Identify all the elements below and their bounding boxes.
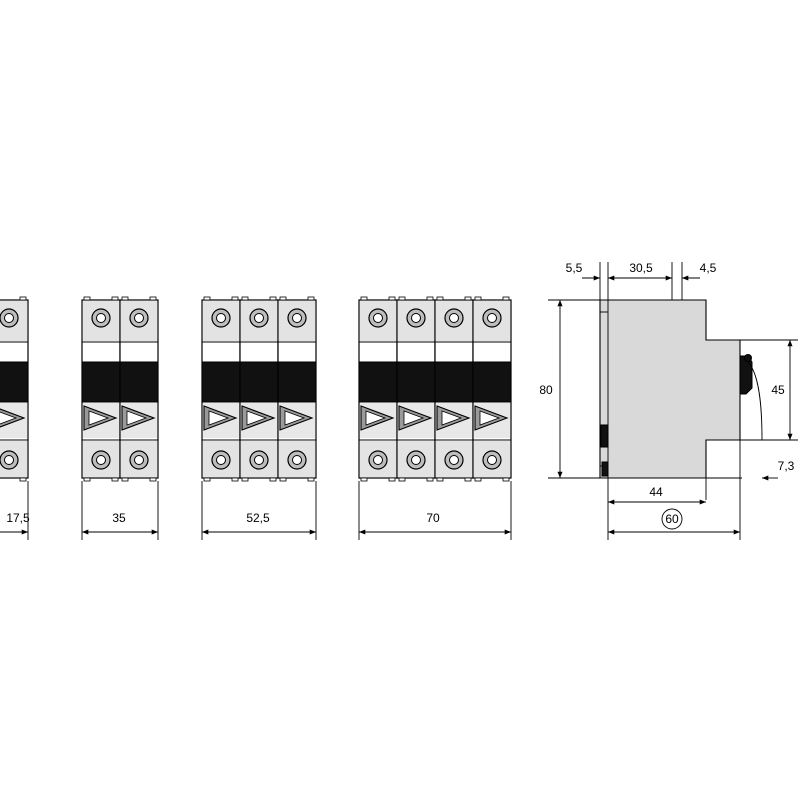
front-views xyxy=(0,296,512,540)
breaker-3-pole xyxy=(201,296,317,482)
dim-80: 80 xyxy=(539,383,553,397)
side-view xyxy=(599,299,763,479)
width-label-1-pole: 17,5 xyxy=(6,511,30,525)
breaker-module xyxy=(239,296,279,482)
breaker-1-pole xyxy=(0,296,29,482)
width-label-2-pole: 35 xyxy=(112,511,126,525)
width-dimension-4-pole xyxy=(358,481,512,540)
toggle-lever xyxy=(739,355,753,395)
breaker-2-pole xyxy=(81,296,159,482)
breaker-module xyxy=(396,296,436,482)
din-clip xyxy=(600,424,609,448)
dim-30-5: 30,5 xyxy=(629,261,653,275)
dim-45: 45 xyxy=(771,383,785,397)
dim-4-5: 4,5 xyxy=(700,261,717,275)
breaker-module xyxy=(434,296,474,482)
width-dimension-2-pole xyxy=(81,481,159,540)
breaker-module xyxy=(201,296,241,482)
breaker-4-pole xyxy=(358,296,512,482)
front-width-dimensions: 17,5 35 52,5 70 xyxy=(6,511,440,525)
breaker-module xyxy=(119,296,159,482)
width-dimension-3-pole xyxy=(201,481,317,540)
breaker-module xyxy=(472,296,512,482)
width-dimension-1-pole xyxy=(0,481,29,540)
dim-5-5: 5,5 xyxy=(566,261,583,275)
side-view-dimensions: 5,5 30,5 4,5 80 45 7,3 44 60 xyxy=(539,261,798,540)
breaker-module xyxy=(277,296,317,482)
breaker-module xyxy=(0,296,29,482)
width-label-3-pole: 52,5 xyxy=(246,511,270,525)
width-label-4-pole: 70 xyxy=(426,511,440,525)
breaker-module xyxy=(358,296,398,482)
dim-60-circle xyxy=(661,508,683,530)
breaker-module xyxy=(81,296,121,482)
dim-7-3: 7,3 xyxy=(778,459,795,473)
dim-44: 44 xyxy=(649,485,663,499)
side-view-housing xyxy=(599,299,741,479)
dim-60: 60 xyxy=(665,512,679,526)
